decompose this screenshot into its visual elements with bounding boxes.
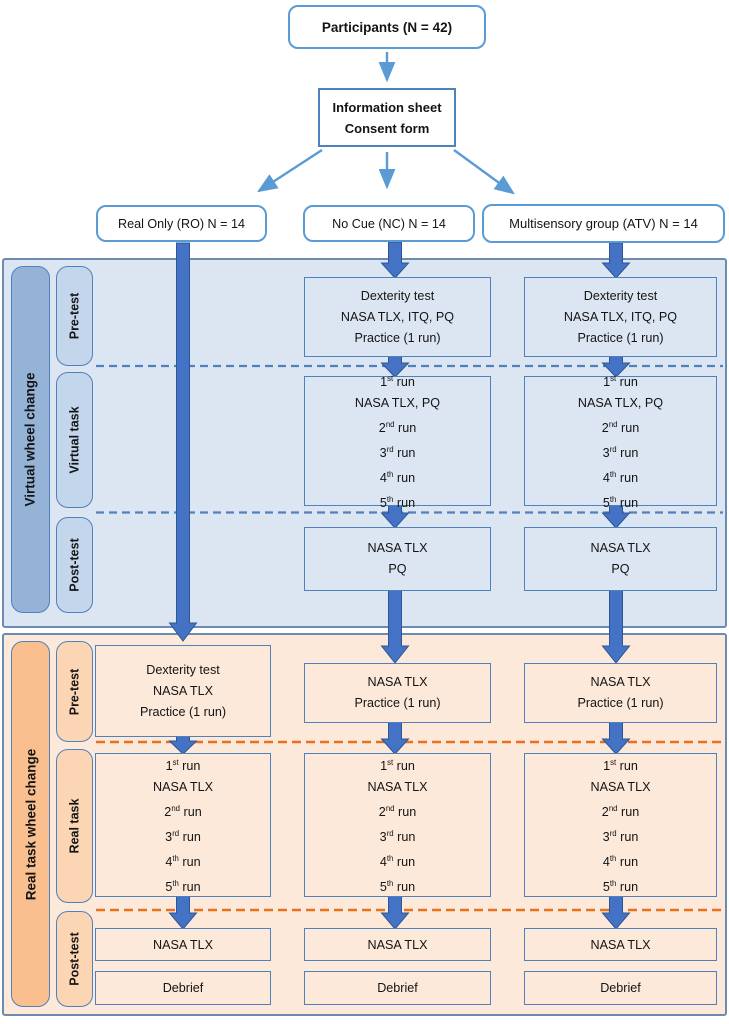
box-line: Consent form (344, 120, 430, 136)
box-line: 1st run (380, 373, 415, 389)
row-label-text: Pre-test (67, 668, 82, 715)
box-line: Practice (1 run) (354, 330, 441, 345)
box-line: Information sheet (332, 99, 442, 115)
box-line: 1st run (380, 757, 415, 773)
box-line: 2nd run (378, 419, 417, 435)
nc-real-pretest-box: NASA TLX Practice (1 run) (304, 663, 491, 723)
box-line: NASA TLX, ITQ, PQ (563, 309, 678, 324)
box-line: Practice (1 run) (577, 330, 664, 345)
row-label-text: Pre-test (67, 292, 82, 340)
box-line: 2nd run (378, 803, 417, 819)
box-line: 4th run (165, 854, 201, 870)
atv-nasa-tlx-box: NASA TLX (524, 928, 717, 961)
box-line: 1st run (165, 757, 201, 773)
box-line: PQ (611, 562, 630, 576)
box-line: Practice (1 run) (354, 696, 441, 710)
box-line: NASA TLX, ITQ, PQ (340, 309, 455, 324)
group-box-no-cue: No Cue (NC) N = 14 (303, 205, 475, 242)
group-box-real-only: Real Only (RO) N = 14 (96, 205, 267, 242)
box-line: Dexterity test (146, 662, 220, 677)
group-box-multisensory: Multisensory group (ATV) N = 14 (482, 204, 725, 243)
participants-box: Participants (N = 42) (288, 5, 486, 49)
box-line: Practice (1 run) (577, 696, 664, 710)
box-line: 3rd run (602, 828, 639, 845)
box-line: PQ (388, 562, 407, 576)
box-line: NASA TLX, PQ (354, 395, 441, 410)
box-line: 4th run (379, 854, 416, 870)
box-line: 3rd run (379, 828, 416, 845)
atv-real-pretest-box: NASA TLX Practice (1 run) (524, 663, 717, 723)
virtual-row-label-task: Virtual task (56, 372, 93, 508)
connector-consent-ro (256, 148, 323, 193)
real-section-label-text: Real task wheel change (23, 748, 39, 900)
box-line: NASA TLX (367, 541, 428, 555)
box-line: Practice (1 run) (139, 704, 227, 719)
box-line: 5th run (602, 879, 639, 895)
box-line: 5th run (379, 879, 416, 895)
nc-debrief-box: Debrief (304, 971, 491, 1005)
box-line: 3rd run (165, 828, 201, 845)
ro-nasa-tlx-box: NASA TLX (95, 928, 271, 961)
box-line: 5th run (165, 879, 201, 895)
box-line: 2nd run (601, 419, 640, 435)
box-line: 4th run (602, 854, 639, 870)
nc-virtual-posttest-box: NASA TLX PQ (304, 527, 491, 591)
box-line: NASA TLX (590, 675, 651, 689)
atv-virtual-posttest-box: NASA TLX PQ (524, 527, 717, 591)
box-line: Dexterity test (360, 288, 435, 303)
box-line: NASA TLX (590, 779, 651, 794)
box-line: NASA TLX (590, 541, 651, 555)
box-line: NASA TLX (367, 779, 428, 794)
row-label-text: Virtual task (67, 406, 82, 474)
atv-debrief-box: Debrief (524, 971, 717, 1005)
virtual-section-label-text: Virtual wheel change (23, 372, 39, 507)
box-line: NASA TLX (153, 683, 213, 698)
nc-nasa-tlx-box: NASA TLX (304, 928, 491, 961)
box-line: 5th run (602, 495, 639, 511)
real-section-label: Real task wheel change (11, 641, 50, 1007)
box-line: 3rd run (602, 444, 639, 461)
virtual-row-label-posttest: Post-test (56, 517, 93, 613)
box-line: 2nd run (601, 803, 640, 819)
box-line: 2nd run (164, 803, 202, 819)
box-line: 3rd run (379, 444, 416, 461)
row-label-text: Post-test (67, 538, 82, 592)
real-row-label-pretest: Pre-test (56, 641, 93, 742)
box-line: 1st run (603, 757, 638, 773)
box-line: NASA TLX (367, 675, 428, 689)
box-line: 4th run (602, 470, 639, 486)
box-line: NASA TLX, PQ (577, 395, 664, 410)
box-line: Dexterity test (583, 288, 658, 303)
real-row-label-posttest: Post-test (56, 911, 93, 1007)
row-label-text: Real task (67, 798, 82, 854)
virtual-row-label-pretest: Pre-test (56, 266, 93, 366)
box-line: NASA TLX (153, 779, 213, 794)
row-label-text: Post-test (67, 932, 82, 986)
ro-debrief-box: Debrief (95, 971, 271, 1005)
box-line: 5th run (379, 495, 416, 511)
box-line: 1st run (603, 373, 638, 389)
box-line: 4th run (379, 470, 416, 486)
virtual-section-label: Virtual wheel change (11, 266, 50, 613)
real-row-label-task: Real task (56, 749, 93, 903)
connector-consent-atv (453, 149, 515, 195)
